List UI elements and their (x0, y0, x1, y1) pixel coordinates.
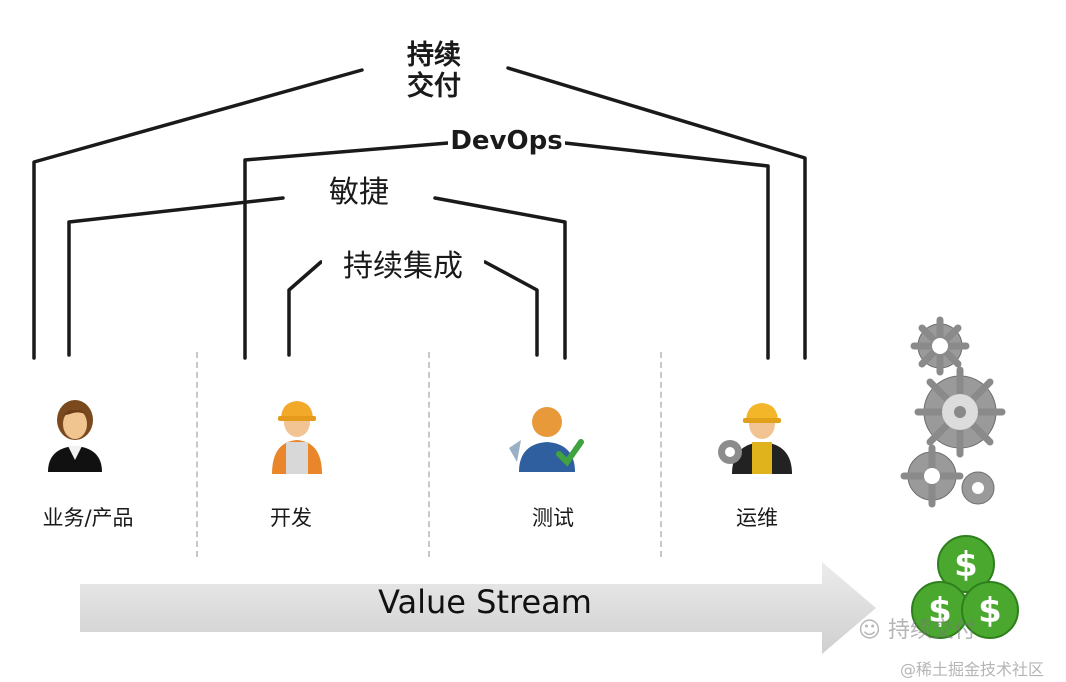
svg-text:$: $ (954, 545, 978, 585)
divider-2 (428, 352, 430, 557)
continuous-delivery-label-line1: 持续 (407, 40, 461, 71)
divider-1 (196, 352, 198, 557)
wechat-watermark-text: 持续交付 (887, 618, 976, 643)
wechat-watermark: ☺ 持续交付 (858, 612, 976, 644)
delivery-line-right (506, 66, 807, 360)
operations-engineer-gear-icon (718, 403, 792, 474)
devops-line-left (243, 141, 450, 360)
gears-icon (900, 316, 1006, 508)
ci-line-left (287, 260, 323, 357)
dollar-coins-icon: $ $ $ (911, 535, 1019, 639)
devops-line-right (563, 141, 770, 360)
wechat-icon: ☺ (858, 618, 881, 643)
tester-checkmark-icon (509, 407, 584, 472)
devops-label: DevOps (448, 126, 565, 157)
value-stream-label: Value Stream (378, 583, 592, 621)
continuous-delivery-label-line2: 交付 (407, 71, 461, 103)
continuous-integration-label: 持续集成 (322, 249, 484, 285)
agile-line-right (433, 196, 567, 360)
agile-line-left (67, 196, 285, 357)
developer-hardhat-icon (272, 401, 322, 474)
arrow-right-icon (80, 562, 876, 654)
role-label-test: 测试 (532, 506, 574, 530)
ci-line-right (483, 260, 539, 357)
businesswoman-icon (48, 400, 102, 472)
delivery-line-left (32, 68, 364, 360)
continuous-delivery-label: 持续 交付 (392, 40, 476, 103)
divider-3 (660, 352, 662, 557)
role-label-dev: 开发 (270, 506, 312, 530)
role-label-ops: 运维 (736, 506, 778, 530)
agile-label: 敏捷 (304, 175, 414, 211)
svg-text:$: $ (928, 591, 952, 631)
role-label-business: 业务/产品 (42, 506, 134, 530)
site-watermark: @稀土掘金技术社区 (900, 660, 1045, 679)
svg-text:$: $ (978, 591, 1002, 631)
